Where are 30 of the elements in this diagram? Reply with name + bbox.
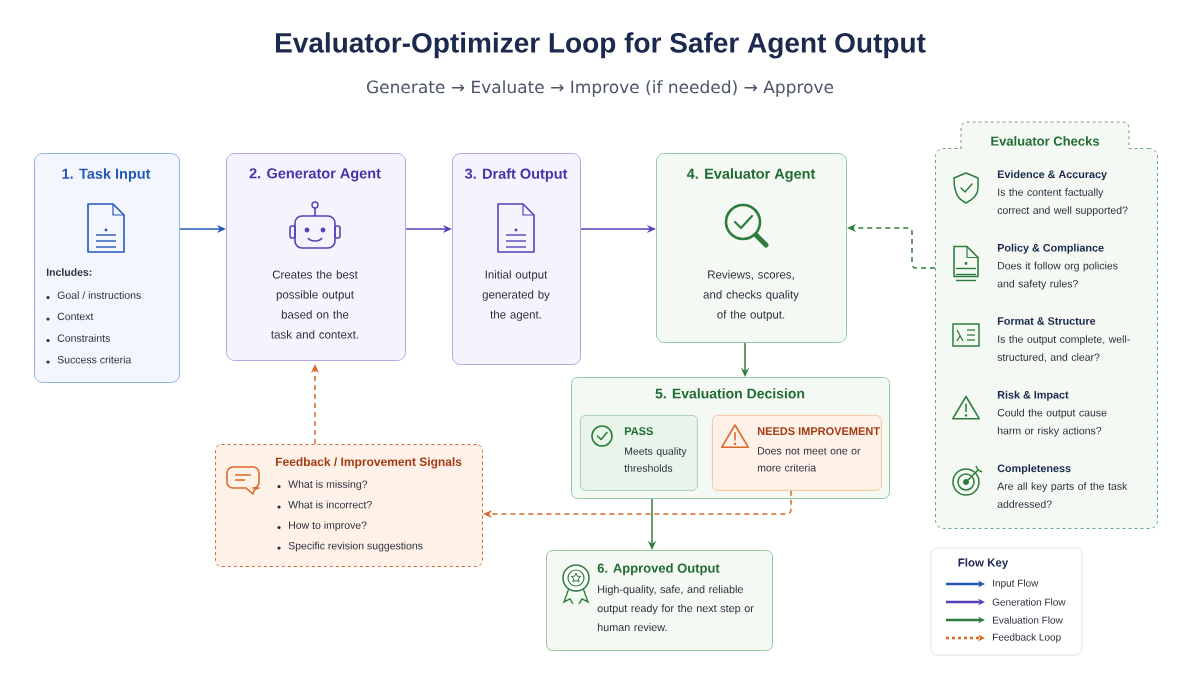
node-label: Completeness	[997, 464, 1071, 475]
node-label: Evidence & Accuracy	[997, 170, 1107, 181]
legend-label: Evaluation Flow	[993, 616, 1063, 624]
subtitle: Generate → Evaluate → Improve (if needed) → Approve	[367, 80, 834, 97]
check-item: Policy & Compliance Does it follow org policies and safety rules?	[953, 243, 1118, 290]
legend-label: Generation Flow	[992, 598, 1066, 606]
node-label: Does it follow org policies and safety rules?	[997, 261, 1118, 290]
input-box: 1. Task Input Includes: Goal / instructions Context Constraints Success criteria	[34, 153, 180, 383]
legend-label: Input Flow	[993, 579, 1039, 589]
pass-box: PASS Meets quality thresholds	[580, 415, 698, 491]
check-item: Evidence & Accuracy Is the content factually correct and well supported?	[953, 170, 1128, 216]
node-label: Is the output complete, well-structured, and clear?	[997, 335, 1130, 363]
check-item: Completeness Are all key parts of the task addressed?	[952, 464, 1128, 508]
node-label: Is the content factually correct and well supported?	[997, 188, 1128, 216]
output-box: 3. Draft Output Initial output generated by the agent.	[452, 153, 581, 365]
node-label: Could the output cause harm or risky actions?	[997, 408, 1107, 437]
process-box: 4. Evaluator Agent Reviews, scores, and checks quality of the output.	[656, 153, 847, 343]
legend-label: Feedback Loop	[993, 633, 1061, 643]
check-item: Risk & Impact Could the output cause harm or risky actions?	[952, 390, 1107, 437]
fail-box: NEEDS IMPROVEMENT Does not meet one or more criteria	[712, 415, 882, 491]
title: Evaluator-Optimizer Loop for Safer Agent Output	[276, 32, 926, 59]
node-label: Are all key parts of the task addressed?	[997, 482, 1128, 508]
process-box: 2. Generator Agent Creates the best possible output based on the task and context.	[226, 153, 406, 361]
node-label: Policy & Compliance	[997, 243, 1104, 254]
node-label: Risk & Impact	[997, 390, 1069, 401]
result-box: 6. Approved Output High-quality, safe, and reliable output ready for the next step or human review.	[546, 550, 773, 651]
node-label: Format & Structure	[997, 317, 1096, 325]
check-item: Format & Structure Is the output complete, well-structured, and clear?	[952, 317, 1130, 363]
feedback-box: Feedback / Improvement Signals What is missing? What is incorrect? How to improve? Specific revision suggestions	[215, 444, 483, 567]
node-label: Evaluator Checks	[991, 136, 1099, 146]
